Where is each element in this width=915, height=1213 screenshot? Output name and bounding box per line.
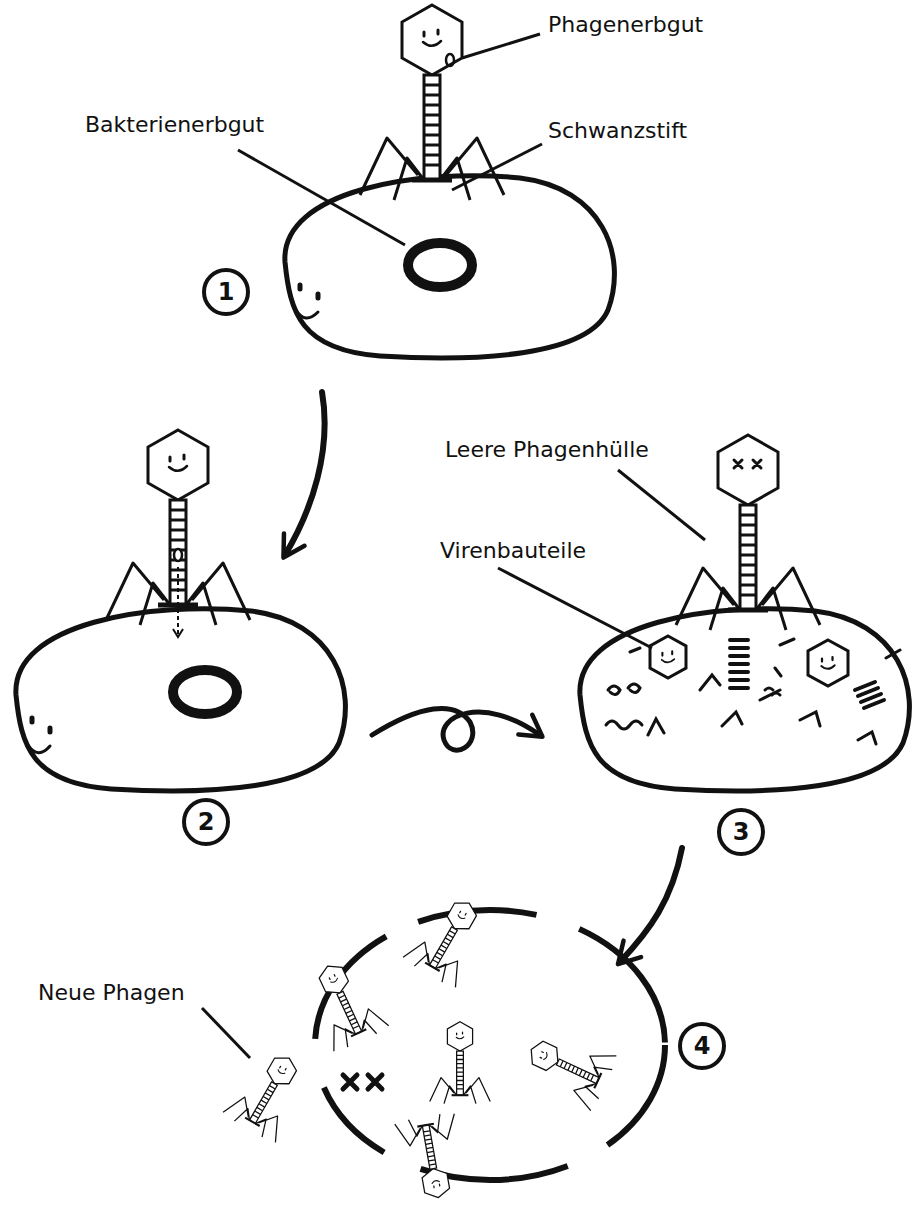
callout-circle: 3 <box>717 808 765 856</box>
callout-number: 4 <box>694 1033 711 1059</box>
stage-arrow <box>285 392 325 555</box>
callout-circle: 1 <box>202 268 250 316</box>
bacterium <box>16 609 346 791</box>
part-label: Virenbauteile <box>440 538 586 564</box>
virus-parts <box>606 636 900 744</box>
leader-line <box>462 34 540 58</box>
leader-line <box>202 1008 250 1058</box>
leader-line <box>498 568 652 648</box>
callout-circle: 2 <box>182 798 230 846</box>
part-label: Phagenerbgut <box>548 12 703 38</box>
stage-arrow <box>372 708 540 750</box>
burst-bacterium <box>315 910 665 1180</box>
new-phages <box>222 888 618 1203</box>
bacterium <box>285 176 615 358</box>
phage <box>106 430 250 637</box>
stage-arrow <box>620 848 682 962</box>
callout-number: 1 <box>218 279 235 305</box>
part-label: Bakterienerbgut <box>85 112 264 138</box>
leader-line <box>618 470 705 540</box>
part-label: Schwanzstift <box>548 118 687 144</box>
leader-line <box>238 150 405 245</box>
callout-number: 2 <box>198 809 215 835</box>
bacterial-dna <box>408 243 472 287</box>
phage <box>360 5 504 200</box>
callout-number: 3 <box>733 819 750 845</box>
dead-eyes <box>343 1075 382 1089</box>
part-label: Leere Phagenhülle <box>445 437 649 463</box>
part-label: Neue Phagen <box>38 980 185 1006</box>
leader-line <box>452 144 542 190</box>
callout-circle: 4 <box>678 1022 726 1070</box>
